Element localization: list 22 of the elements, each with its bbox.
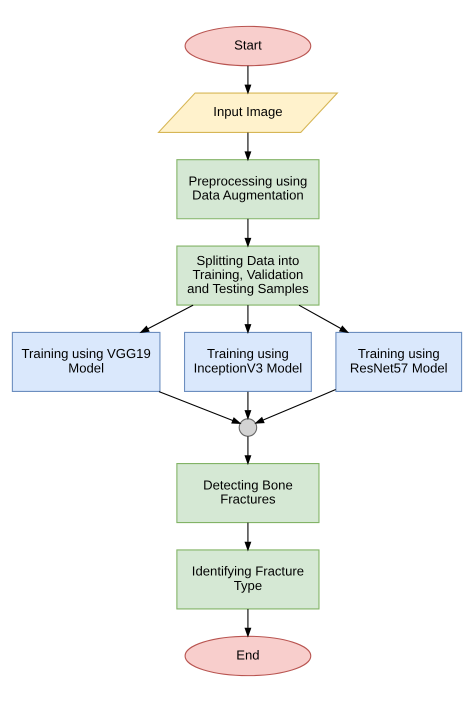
arrow: [244, 608, 252, 638]
arrow: [158, 390, 242, 424]
arrow: [244, 304, 252, 334]
arrow: [139, 304, 194, 333]
node-box: Preprocessing using Data Augmentation: [176, 158, 320, 219]
arrow: [244, 391, 252, 420]
arrow: [254, 388, 336, 424]
node-ellipse: Start: [184, 25, 312, 66]
node-box: Training using VGG19 Model: [12, 331, 160, 392]
node-circle: [238, 418, 258, 436]
node-box: Training using ResNet57 Model: [335, 331, 462, 392]
node-box: Training using InceptionV3 Model: [184, 331, 312, 392]
arrow: [244, 522, 252, 552]
arrow: [298, 304, 350, 333]
node-box: Detecting Bone Fractures: [176, 462, 320, 523]
arrow: [244, 132, 252, 161]
arrow: [244, 218, 252, 248]
node-box: Identifying Fracture Type: [176, 548, 320, 609]
arrow: [244, 65, 252, 94]
arrow: [244, 436, 252, 465]
node-ellipse: End: [184, 635, 312, 676]
node-box: Splitting Data into Training, Validation and Testing Samples: [176, 245, 320, 306]
